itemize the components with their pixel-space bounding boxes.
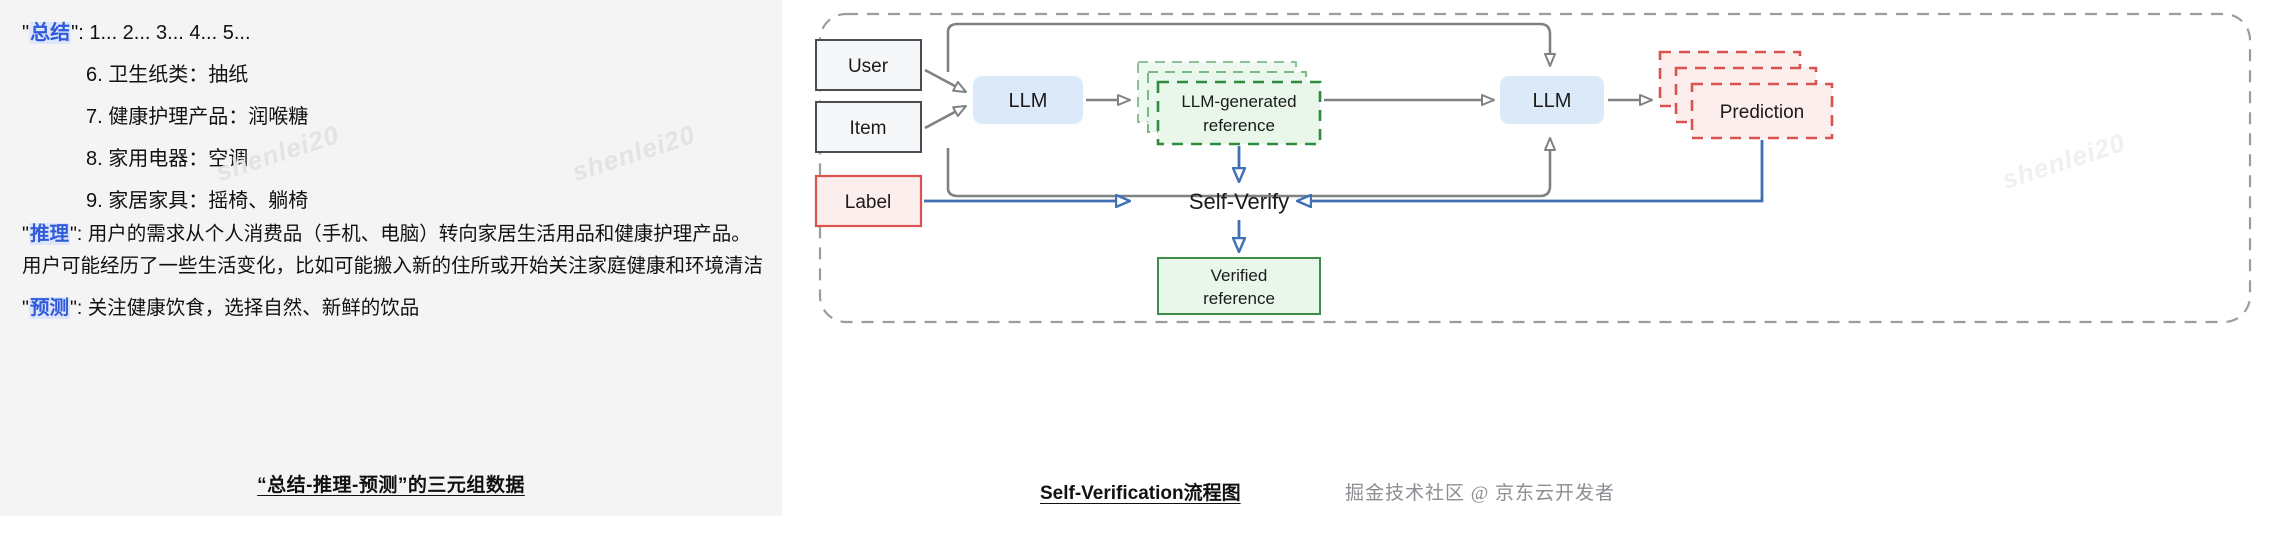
open-quote-reason: " — [22, 223, 29, 245]
reasoning-paragraph: "推理": 用户的需求从个人消费品（手机、电脑）转向家居生活用品和健康护理产品。… — [22, 218, 770, 282]
node-user-box — [815, 39, 922, 91]
close-quote-prediction: " — [69, 297, 77, 319]
list-item: 7. 健康护理产品：润喉糖 — [86, 106, 309, 128]
close-quote-summary: " — [71, 22, 79, 44]
open-quote-summary: " — [22, 22, 30, 44]
node-item-label: Item — [850, 118, 887, 139]
close-quote-reason: " — [69, 223, 77, 245]
left-text-panel: "总结": 1... 2... 3... 4... 5... 6. 卫生纸类：抽… — [0, 0, 782, 516]
right-diagram-panel: shenlei20 shenlei20 shenlei20 User — [800, 0, 2278, 544]
prediction-text: : 关注健康饮食，选择自然、新鲜的饮品 — [76, 297, 420, 319]
left-panel-caption: “总结-推理-预测”的三元组数据 — [257, 475, 525, 496]
node-self-verify-label: Self-Verify — [1189, 189, 1289, 214]
brand-watermark: 掘金技术社区 @ 京东云开发者 — [1345, 483, 1615, 504]
summary-value: : 1... 2... 3... 4... 5... — [78, 22, 251, 44]
list-item: 8. 家用电器：空调 — [86, 148, 249, 170]
node-generated-reference-box — [1156, 80, 1322, 146]
node-user-label: User — [848, 56, 889, 77]
node-verified-reference-label-line1: Verified — [1211, 266, 1268, 285]
node-llm-left-box — [973, 76, 1083, 124]
edge-item-to-right-llm — [946, 137, 1556, 198]
node-verified-reference-box — [1157, 257, 1321, 315]
node-generated-reference-label-line1: LLM-generated — [1181, 92, 1296, 111]
node-llm-right-box — [1500, 76, 1604, 124]
reasoning-text: : 用户的需求从个人消费品（手机、电脑）转向家居生活用品和健康护理产品。用户可能… — [22, 223, 764, 277]
node-generated-reference-label-line2: reference — [1203, 116, 1275, 135]
left-panel-content: "总结": 1... 2... 3... 4... 5... 6. 卫生纸类：抽… — [0, 0, 782, 516]
node-label-box — [814, 174, 923, 228]
edge-prediction-to-self-verify — [1297, 140, 1764, 201]
node-prediction-label: Prediction — [1720, 102, 1805, 123]
node-llm-right-label: LLM — [1533, 90, 1572, 112]
node-item-box — [815, 101, 922, 153]
edge-user-to-left-llm — [924, 68, 967, 94]
self-verification-flow-diagram: User Item LLM LLM-generated reference LL… — [814, 12, 2252, 324]
diagram-outer-boundary — [818, 12, 2252, 324]
node-llm-left-label: LLM — [1009, 90, 1048, 112]
reasoning-tag: 推理 — [28, 223, 70, 245]
list-item: 9. 家居家具：摇椅、躺椅 — [86, 190, 309, 212]
watermark: shenlei20 — [568, 119, 699, 187]
summary-line: "总结": 1... 2... 3... 4... 5... — [22, 18, 251, 48]
prediction-tag: 预测 — [28, 297, 70, 319]
right-panel-caption: Self-Verification流程图 — [1040, 483, 1241, 504]
prediction-paragraph: "预测": 关注健康饮食，选择自然、新鲜的饮品 — [22, 292, 770, 324]
node-verified-reference-label-line2: reference — [1203, 289, 1275, 308]
node-prediction-box — [1690, 82, 1834, 140]
summary-tag: 总结 — [29, 22, 72, 44]
list-item: 6. 卫生纸类：抽纸 — [86, 64, 249, 86]
node-label-label: Label — [845, 192, 892, 213]
edge-item-to-left-llm — [924, 104, 967, 130]
open-quote-prediction: " — [22, 297, 29, 319]
edge-user-to-right-llm — [946, 22, 1556, 72]
